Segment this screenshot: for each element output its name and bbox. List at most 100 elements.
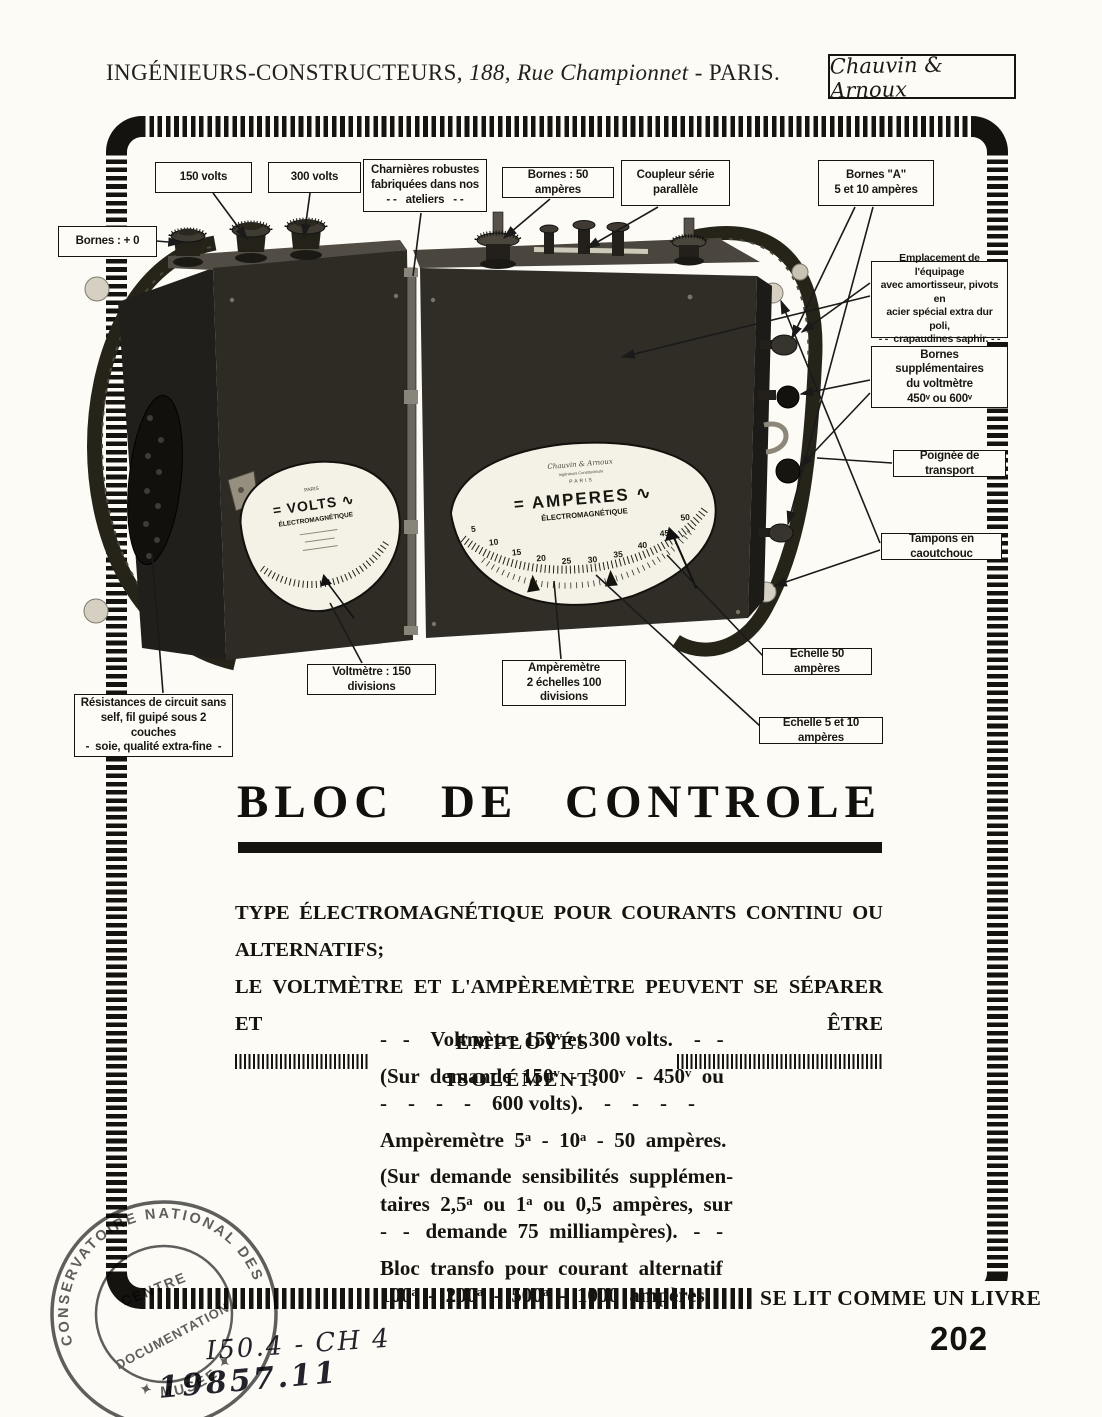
header-address: INGÉNIEURS-CONSTRUCTEURS, 188, Rue Champ…	[106, 60, 780, 86]
spec-list: - - Voltmètre 150ᵛ et 300 volts. - - (Su…	[380, 1026, 816, 1319]
callout-text: Tampons en caoutchouc	[909, 532, 977, 560]
amp-dial-brand-sub: Ingénieurs Constructeurs	[558, 468, 603, 477]
terminal-knob	[168, 227, 208, 267]
rubber-pad	[83, 598, 109, 624]
svg-text:20: 20	[536, 553, 547, 564]
spec-ammeter-options: (Sur demande sensibilités supplémen- tai…	[380, 1164, 734, 1243]
ammeter-case-side	[748, 276, 772, 618]
callout-text: Bornes "A" 5 et 10 ampères	[834, 169, 918, 196]
header-address-city: - PARIS.	[688, 60, 781, 85]
rubber-pad	[791, 263, 809, 281]
terminal-50a-right	[670, 217, 708, 266]
terminal-stem	[758, 390, 776, 400]
svg-text:35: 35	[613, 549, 624, 560]
frame-border-right	[987, 151, 1008, 1274]
callout-scale-50a: Echelle 50 ampères	[762, 648, 872, 675]
callout-text: 150 volts	[179, 171, 228, 184]
amp-dial-printed-pointer	[604, 569, 618, 587]
callout-extra-voltmeter-terminals: Bornes supplémentaires du voltmètre 450ᵛ…	[871, 346, 1008, 408]
stamp-outer-ring	[50, 1200, 278, 1417]
vent-holes	[143, 415, 164, 559]
callout-text: Poignée de transport	[919, 449, 983, 477]
brand-logo-box: Chauvin & Arnoux	[828, 52, 1016, 102]
callout-hinges: Charnières robustes fabriquées dans nos …	[363, 159, 487, 212]
spec-voltmeter-options: (Sur demande 150ᵛ - 300ᵛ - 450ᵛ ou - - -…	[380, 1063, 724, 1116]
callout-text: Bornes : + 0	[75, 235, 140, 248]
callout-terminals-a-5-10: Bornes "A" 5 et 10 ampères	[818, 160, 934, 206]
callout-movement-location: Emplacement de l'équipage avec amortisse…	[871, 252, 1008, 345]
intro-stripe-right	[677, 1054, 883, 1069]
terminal-stem	[758, 528, 776, 537]
hinge	[406, 267, 417, 635]
spec-voltmeter: - - Voltmètre 150ᵛ et 300 volts. - -	[380, 1027, 724, 1051]
svg-text:5: 5	[471, 524, 477, 534]
page-number: 202	[930, 1320, 989, 1357]
voltmeter-terminals	[168, 217, 328, 267]
intro-paragraph: TYPE ÉLECTROMAGNÉTIQUE POUR COURANTS CON…	[235, 895, 883, 1091]
title-underline-rule	[238, 842, 882, 853]
svg-text:15: 15	[511, 547, 522, 558]
ammeter-terminals	[474, 211, 708, 269]
callout-terminals-plus-zero: Bornes : + 0	[58, 226, 157, 257]
callout-terminals-50a: Bornes : 50 ampères	[502, 167, 614, 198]
callout-text: Voltmètre : 150 divisions	[332, 665, 414, 693]
svg-text:25: 25	[561, 555, 572, 566]
callout-text: Charnières robustes fabriquées dans nos …	[370, 164, 480, 206]
case-screws	[229, 293, 741, 627]
svg-text:10: 10	[488, 537, 499, 548]
svg-text:45: 45	[659, 528, 670, 539]
callout-text: Résistances de circuit sans self, fil gu…	[80, 697, 227, 754]
callout-text: 300 volts	[290, 171, 339, 184]
header-address-street: 188, Rue Championnet	[469, 60, 689, 85]
callout-text: Bornes : 50 ampères	[527, 168, 592, 196]
frame-border-top	[141, 116, 972, 137]
callout-text: Bornes supplémentaires du voltmètre 450ᵛ…	[895, 348, 984, 405]
callout-rubber-pads: Tampons en caoutchouc	[881, 533, 1002, 560]
side-terminals	[758, 334, 801, 543]
amp-dial-needle	[671, 534, 698, 589]
ammeter-dial: Chauvin & Arnoux Ingénieurs Constructeur…	[449, 441, 717, 606]
voltmeter-case-top	[168, 240, 407, 270]
callout-text: Ampèremètre 2 échelles 100 divisions	[526, 661, 602, 704]
coupler-post	[539, 224, 559, 254]
intro-line-1: TYPE ÉLECTROMAGNÉTIQUE POUR COURANTS CON…	[235, 902, 883, 961]
callout-300-volts: 300 volts	[268, 162, 361, 193]
callout-circuit-resistances: Résistances de circuit sans self, fil gu…	[74, 694, 233, 757]
intro-stripe-left	[235, 1054, 369, 1069]
callout-scale-5-10a: Echelle 5 et 10 ampères	[759, 717, 883, 744]
callout-series-parallel-coupler: Coupleur série parallèle	[621, 160, 730, 206]
header-address-part1: INGÉNIEURS-CONSTRUCTEURS,	[106, 60, 470, 85]
callout-text: Emplacement de l'équipage avec amortisse…	[878, 252, 1001, 346]
callout-leader-lines	[151, 192, 893, 727]
latch-screw	[238, 487, 244, 493]
strap-stitching-left	[101, 246, 231, 657]
callout-ammeter-divisions: Ampèremètre 2 échelles 100 divisions	[502, 660, 626, 706]
footer-slogan: SE LIT COMME UN LIVRE	[752, 1281, 1047, 1315]
coupler-post	[572, 220, 596, 254]
voltmeter-extra-terminal-600v	[775, 458, 801, 484]
connection-wire-loop	[763, 421, 789, 455]
resistor-vent-grille	[127, 394, 183, 566]
carrying-strap-right	[672, 226, 823, 657]
volt-dial-needle-tip	[320, 573, 332, 587]
amp-dial-printed-pointer	[527, 574, 540, 593]
callout-voltmeter-divisions: Voltmètre : 150 divisions	[307, 664, 436, 695]
hinge-knuckles	[404, 268, 418, 635]
callout-150-volts: 150 volts	[155, 162, 252, 193]
callout-text: Echelle 5 et 10 ampères	[782, 716, 863, 744]
amp-dial-brand-city: PARIS	[569, 477, 594, 485]
svg-text:50: 50	[680, 512, 691, 523]
spec-transfo-block: Bloc transfo pour courant alternatif 100…	[380, 1255, 723, 1308]
intro-line-3: EMPLOYÉS ISOLÉMENT.	[235, 1032, 883, 1091]
svg-text:40: 40	[637, 540, 648, 551]
terminal-a-10amp	[768, 523, 794, 543]
coupler-post	[606, 222, 630, 256]
volt-dial-needle	[325, 581, 355, 619]
intro-line-3-text: EMPLOYÉS ISOLÉMENT.	[446, 1031, 600, 1091]
callout-text: Coupleur série parallèle	[636, 169, 715, 196]
spec-ammeter: Ampèremètre 5ᵃ - 10ᵃ - 50 ampères.	[380, 1127, 727, 1152]
svg-text:30: 30	[587, 554, 598, 565]
terminal-a-5amp	[770, 334, 798, 356]
volt-dial-brand: PARIS	[304, 486, 320, 494]
